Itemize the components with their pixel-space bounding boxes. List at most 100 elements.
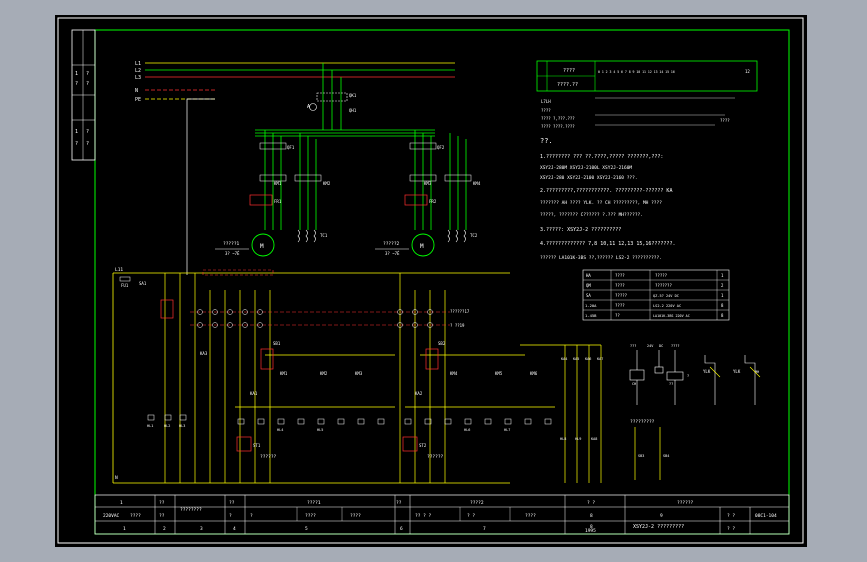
ctrl-hl-7: HL7 [504, 428, 510, 432]
drawing-viewport[interactable]: 1 ? ? ? 1 ? ? ? L1 L2 L3 N PE [55, 15, 807, 547]
tbl-r5-c1: 1-45B [585, 313, 597, 318]
m2-relay: FR2 [429, 199, 437, 204]
tb-row2-6: ???? [350, 513, 361, 519]
notes-block: ??. 1.???????? ??? ??.????,????? ???????… [540, 137, 675, 261]
tbl-r4-c2: ???? [615, 303, 625, 308]
ctrl-sb1: SB1 [273, 341, 281, 346]
tb-row2-2: ?? [159, 513, 165, 519]
tb-num-1: 1 [123, 526, 126, 532]
ctrl-right-4: KA7 [597, 357, 603, 361]
left-table-8: ? [86, 141, 89, 147]
ctrl-ka-2: KA2 [415, 391, 423, 396]
note-2: XSY2J-280M XSY2J-2100L XSY2J-2160M [540, 165, 632, 171]
tb-row2-1: ???? [130, 513, 141, 519]
left-side-table: 1 ? ? ? 1 ? ? ? [71, 29, 96, 161]
tbl-r1-c2: ???? [615, 273, 625, 278]
left-table-4: ? [86, 81, 89, 87]
m1-relay: FR1 [274, 199, 282, 204]
tb-row1-8: ?????? [677, 500, 694, 506]
left-table-7: ? [75, 141, 78, 147]
note-5: ??????? AH ???? YLK. ?? CH ?????????, MH… [540, 200, 662, 206]
motor-circuit-1: QF1 KM1 KM2 FR1 M ?????1 3? ~7É TC1 [215, 130, 331, 257]
m1-ct: TC1 [320, 233, 328, 238]
m2-ct: TC2 [470, 233, 478, 238]
ctrl-hl-2: HL2 [164, 424, 170, 428]
tbl-r5-c3: LA101K-3BS 220V AC [653, 314, 690, 318]
bus-label-l3: L3 [135, 75, 141, 81]
aux-label-9: ? [687, 374, 689, 378]
ctrl-km-4: KM4 [450, 371, 458, 376]
tb-row2-9: ???? [525, 513, 536, 519]
aux-label-1: ??? [630, 344, 636, 348]
power-bus: L1 L2 L3 N PE [135, 61, 455, 275]
tb-row1-3: ?? [229, 500, 235, 506]
m1-breaker: QF1 [287, 145, 295, 150]
ctrl-ka-3: KA3 [200, 351, 208, 356]
notes-title: ??. [540, 137, 553, 145]
ctrl-right-note: ????????? [630, 419, 655, 425]
tb-row1-1: ?? [159, 500, 165, 506]
m1-caption: ?????1 [223, 241, 240, 247]
m2-contactor1: KM3 [424, 181, 432, 186]
aux-label-7: CH [632, 382, 636, 386]
ctrl-fuse: FU1 [121, 283, 129, 288]
note-3: XSY2J-280 XSY2J-2100 XSY2J-2160 ???. [540, 175, 638, 181]
aux-label-3: DC [659, 344, 663, 348]
motor-circuit-2: QF2 KM3 KM4 FR2 M ?????2 3? ~7É TC2 [375, 130, 481, 257]
aux-label-6: YLK [733, 369, 741, 374]
ctrl-hl-5: HL5 [317, 428, 323, 432]
left-table-6: ? [86, 129, 89, 135]
tb-title: XSY2J-2 ????????? [633, 524, 684, 530]
m1-motor-label: M [260, 243, 264, 250]
tbl-r4-c3: LS2-2 220V AC [653, 304, 681, 308]
tbl-r1-c1: HA [586, 273, 591, 278]
tb-num-5: 5 [305, 526, 308, 532]
tb-row1-6: ????2 [470, 500, 484, 506]
ctrl-dashed-note2: ? ??19 [450, 323, 465, 328]
tb-row2-4: ? [250, 513, 253, 519]
legend-row-5: ???? [720, 118, 730, 123]
ctrl-km-5: KM5 [495, 371, 503, 376]
legend-header-2: ????.?? [557, 82, 578, 88]
legend-end: 12 [745, 69, 750, 74]
switch-label-qk: QK1 [349, 93, 357, 98]
note-6: ?????, ??????? C?????? ?.??? MH??????. [540, 212, 643, 218]
tb-page2: ? ? [727, 526, 735, 532]
tbl-r5-c4: 8 [721, 313, 724, 318]
m2-caption-sub: 3? ~7É [385, 251, 400, 256]
m1-caption-sub: 3? ~7É [225, 251, 240, 256]
tbl-r4-c1: 1-20A [585, 303, 597, 308]
left-table-5: 1 [75, 129, 78, 135]
tbl-r3-c2: ????? [615, 293, 628, 298]
ctrl-km-1: KM1 [280, 371, 288, 376]
tb-row1-7: ? ? [587, 500, 595, 506]
ctrl-sb2: SB2 [438, 341, 446, 346]
tb-row1-5: ?? [396, 500, 402, 506]
tb-year: 1995 [585, 528, 596, 534]
switch-label-a: A [307, 104, 310, 110]
left-table-2: ? [86, 71, 89, 77]
aux-label-8: ?? [669, 382, 673, 386]
tb-num-8: 8 [590, 524, 593, 530]
left-table-3: ? [75, 81, 78, 87]
note-1: 1.???????? ??? ??.????,????? ???????,???… [540, 154, 663, 160]
ctrl-right-3: KA6 [585, 357, 591, 361]
tb-row2-11: 9 [660, 513, 663, 519]
bus-label-l2: L2 [135, 68, 141, 74]
tb-row2-3: ? [229, 513, 232, 519]
tb-row2-8: ? ? [467, 513, 475, 519]
tb-left-col-2: 220VAC [103, 513, 120, 519]
ctrl-st-2: ST2 [419, 443, 427, 448]
aux-label-5: YLK [703, 369, 711, 374]
tbl-r2-c1: QM [586, 283, 591, 288]
left-table-1: 1 [75, 71, 78, 77]
tbl-r1-c3: ????? [655, 273, 668, 278]
ctrl-km-2: KM2 [320, 371, 328, 376]
electrical-schematic: 1 ? ? ? 1 ? ? ? L1 L2 L3 N PE [57, 17, 804, 544]
terminal-legend: ???? ????.?? 0 1 2 3 4 5 6 7 8 9 10 11 1… [536, 60, 758, 129]
ctrl-right-2: KA5 [573, 357, 579, 361]
legend-row-4: ???? ????.???? [541, 124, 575, 129]
bus-label-pe: PE [135, 97, 141, 103]
tb-left-col-1: 1 [120, 500, 123, 506]
